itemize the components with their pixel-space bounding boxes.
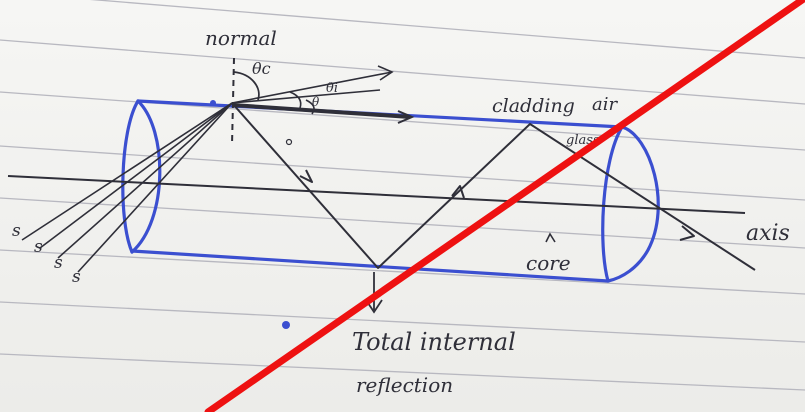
source-label-2: s [34,237,43,257]
ruled-line [0,197,805,249]
arrow-head-icon [451,185,465,199]
core-pointer-icon [545,232,556,243]
ink-dot [282,321,290,329]
red-strike-line [204,0,805,412]
arrow-head-icon [377,65,394,81]
bottom-boundary [130,249,610,283]
propagating-ray [231,102,756,271]
arrow-head-icon [397,110,415,124]
theta-c-arc [233,71,260,101]
theta-arc [305,99,315,115]
incident-ray-1 [21,102,233,241]
ruled-line [0,301,805,343]
tir-label-line1: Total internal [352,328,516,356]
theta-i-label: θi [326,81,338,96]
ruled-line [0,249,805,295]
ink-dot [285,138,293,146]
normal-line [231,57,235,146]
fibre-cylinder [121,99,660,283]
theta-i-arc [289,91,302,109]
normal-label: normal [205,26,277,50]
incident-ray-4 [77,102,233,273]
ruled-line [0,39,805,105]
ruled-line [89,0,805,59]
incident-rays [21,102,233,273]
axis-label: axis [746,221,790,246]
cladding-label: cladding [492,95,575,117]
source-label-1: s [12,221,21,241]
air-label: air [592,94,618,115]
right-end-face-arc [606,125,660,283]
tir-label-line2: reflection [356,373,453,397]
incident-ray-2 [39,102,233,249]
left-end-face [121,99,140,254]
incident-ray-3 [57,102,233,259]
fibre-axis-line [7,175,746,214]
left-end-face-arc [130,99,162,254]
refracted-ray-2 [231,89,381,104]
source-label-3: s [54,253,63,273]
arrow-head-icon [299,169,313,183]
theta-label: θ [312,95,320,109]
source-label-4: s [72,267,81,287]
theta-c-label: θc [252,59,271,78]
zigzag-path [231,102,756,271]
core-label: core [526,251,571,275]
ruled-line [0,145,805,201]
right-end-face [601,125,624,283]
arrow-head-icon [679,225,695,241]
ruled-line [0,353,805,391]
entry-dot [210,100,216,106]
grazing-ray [231,103,411,119]
